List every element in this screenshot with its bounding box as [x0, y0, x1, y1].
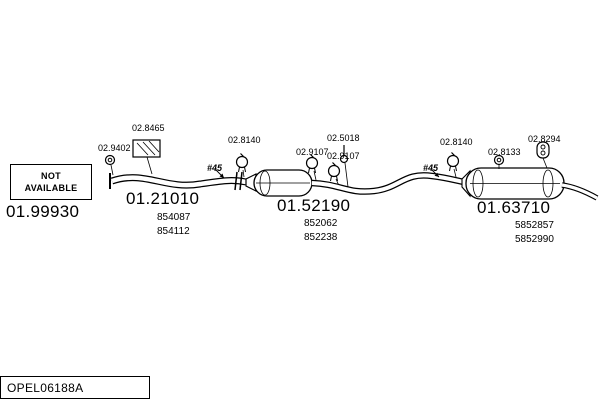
- fitting-label-clamp-rear: 02.8140: [440, 137, 473, 147]
- tailpipe: [561, 182, 599, 201]
- not-available-box: NOT AVAILABLE: [10, 164, 92, 200]
- part-number-front-pipe: 01.99930: [6, 202, 80, 221]
- part-number-rear-silencer: 01.63710: [477, 198, 551, 217]
- fitting-label-rubber-hanger: 02.8294: [528, 134, 561, 144]
- catalog-code: OPEL06188A: [7, 380, 84, 395]
- inlet-flange: [234, 171, 243, 191]
- clamp-icon-mid-right: [327, 161, 341, 189]
- oe-code: 5852990: [515, 234, 554, 245]
- rubber-hanger-icon: [536, 141, 550, 169]
- fitting-label-clamp-mid-1: 02.9107: [296, 147, 329, 157]
- oe-code: 852238: [304, 232, 338, 243]
- gasket-icon: [104, 154, 116, 176]
- weld-note-rear: #45: [423, 163, 439, 173]
- part-number-center-pipe: 01.21010: [126, 189, 200, 208]
- oe-code: 854112: [157, 226, 190, 237]
- fitting-label-bracket-box: 02.8465: [132, 123, 165, 133]
- fitting-label-clamp-mid-2: 02.9107: [327, 151, 360, 161]
- not-available-line2: AVAILABLE: [24, 183, 78, 193]
- fitting-label-hanger-mid: 02.5018: [327, 133, 360, 143]
- fitting-label-clamp-front: 02.8140: [228, 135, 261, 145]
- oe-code: 852062: [304, 218, 338, 229]
- catalog-code-box: OPEL06188A: [0, 376, 150, 399]
- rear-silencer: [461, 167, 565, 200]
- oe-code: 854087: [157, 212, 191, 223]
- intermediate-pipe: [311, 172, 465, 195]
- clamp-icon-rear: [446, 151, 460, 178]
- not-available-line1: NOT: [41, 170, 61, 181]
- oe-code: 5852857: [515, 220, 554, 231]
- weld-note-front: #45: [207, 163, 223, 173]
- center-pipe: [110, 174, 247, 189]
- fitting-label-ring: 02.8133: [488, 147, 521, 157]
- bracket-box-icon: [132, 139, 161, 175]
- clamp-icon-mid-left: [305, 153, 319, 181]
- part-number-mid-silencer: 01.52190: [277, 196, 351, 215]
- mid-silencer: [245, 169, 313, 197]
- ring-icon: [493, 154, 505, 169]
- fitting-label-gasket: 02.9402: [98, 143, 131, 153]
- clamp-icon-front: [235, 152, 249, 178]
